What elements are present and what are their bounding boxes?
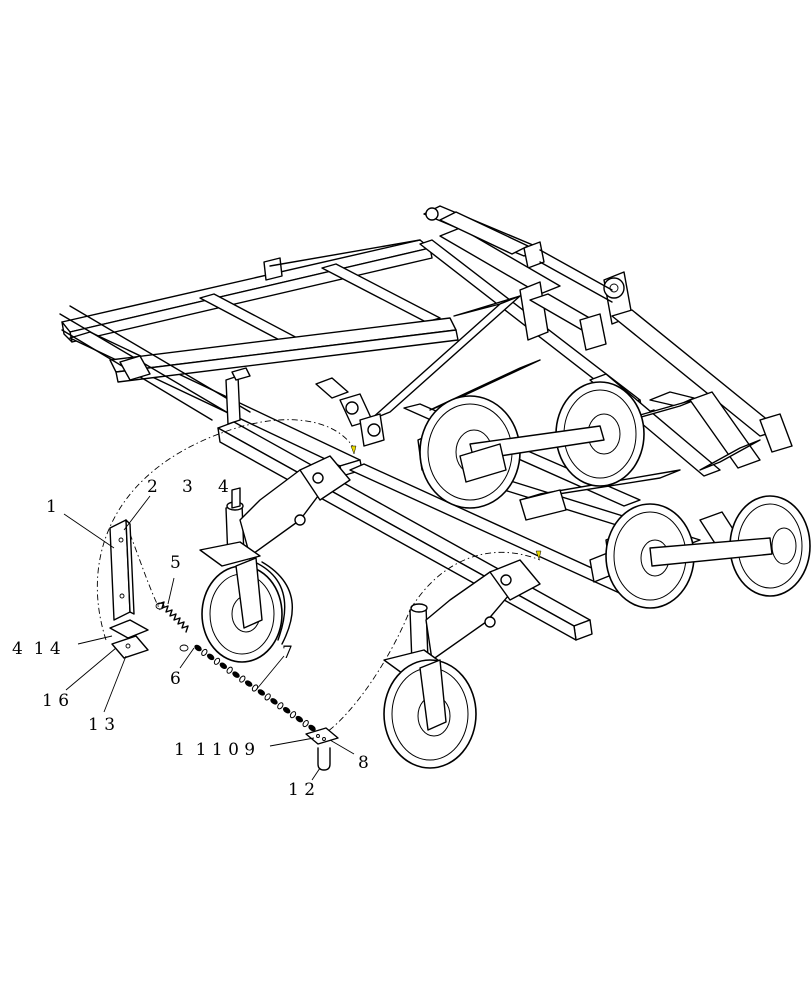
chain-link <box>302 719 309 728</box>
part-8-plate <box>305 727 339 771</box>
leader-boundary-upper <box>96 419 357 641</box>
part-5-spring <box>155 601 189 652</box>
chain-link <box>257 689 266 696</box>
callout-12: 1 2 <box>288 780 315 800</box>
position-marker-upper <box>350 445 357 455</box>
chain-link <box>213 657 221 665</box>
chain-link <box>239 675 246 683</box>
callout-2: 2 <box>147 477 158 497</box>
callout-4-top: 4 <box>218 477 229 497</box>
callout-5: 5 <box>170 553 181 573</box>
chain-link <box>308 724 316 732</box>
callout-6: 6 <box>170 669 181 689</box>
front-caster-left <box>199 455 351 663</box>
chain-link <box>194 644 202 652</box>
chain-link <box>282 706 291 714</box>
callout-7: 7 <box>282 643 293 663</box>
callout-1-11-10-9: 1 1 1 0 9 <box>174 740 255 760</box>
callout-8: 8 <box>358 753 369 773</box>
part-1-bracket <box>109 519 149 659</box>
main-frame <box>59 239 643 477</box>
callout-4-14: 4 1 4 <box>12 639 61 659</box>
front-caster-right <box>383 559 541 769</box>
leader-boundary-lower <box>317 551 541 739</box>
chain-link <box>219 662 228 670</box>
chain-link <box>264 693 271 701</box>
chain-link <box>206 653 215 661</box>
chain-link <box>295 715 304 723</box>
callout-16: 1 6 <box>42 691 69 711</box>
chain-link <box>226 666 233 674</box>
leader-lines <box>63 495 355 781</box>
rear-wheels <box>419 381 811 609</box>
callout-1: 1 <box>46 497 57 517</box>
position-marker-lower <box>535 550 542 560</box>
callout-3: 3 <box>182 477 193 497</box>
leader-chain-upper <box>129 533 161 611</box>
chain-link <box>289 711 297 719</box>
chain-link <box>232 671 240 678</box>
callout-labels: 1 2 3 4 5 4 1 4 1 6 1 3 6 7 1 1 1 0 9 8 … <box>12 477 369 800</box>
callout-13: 1 3 <box>88 715 115 735</box>
chain-link <box>277 702 284 710</box>
part-7-chain <box>194 644 316 732</box>
chain-link <box>244 680 253 687</box>
chain-link <box>270 698 278 705</box>
chain-link <box>201 648 208 657</box>
